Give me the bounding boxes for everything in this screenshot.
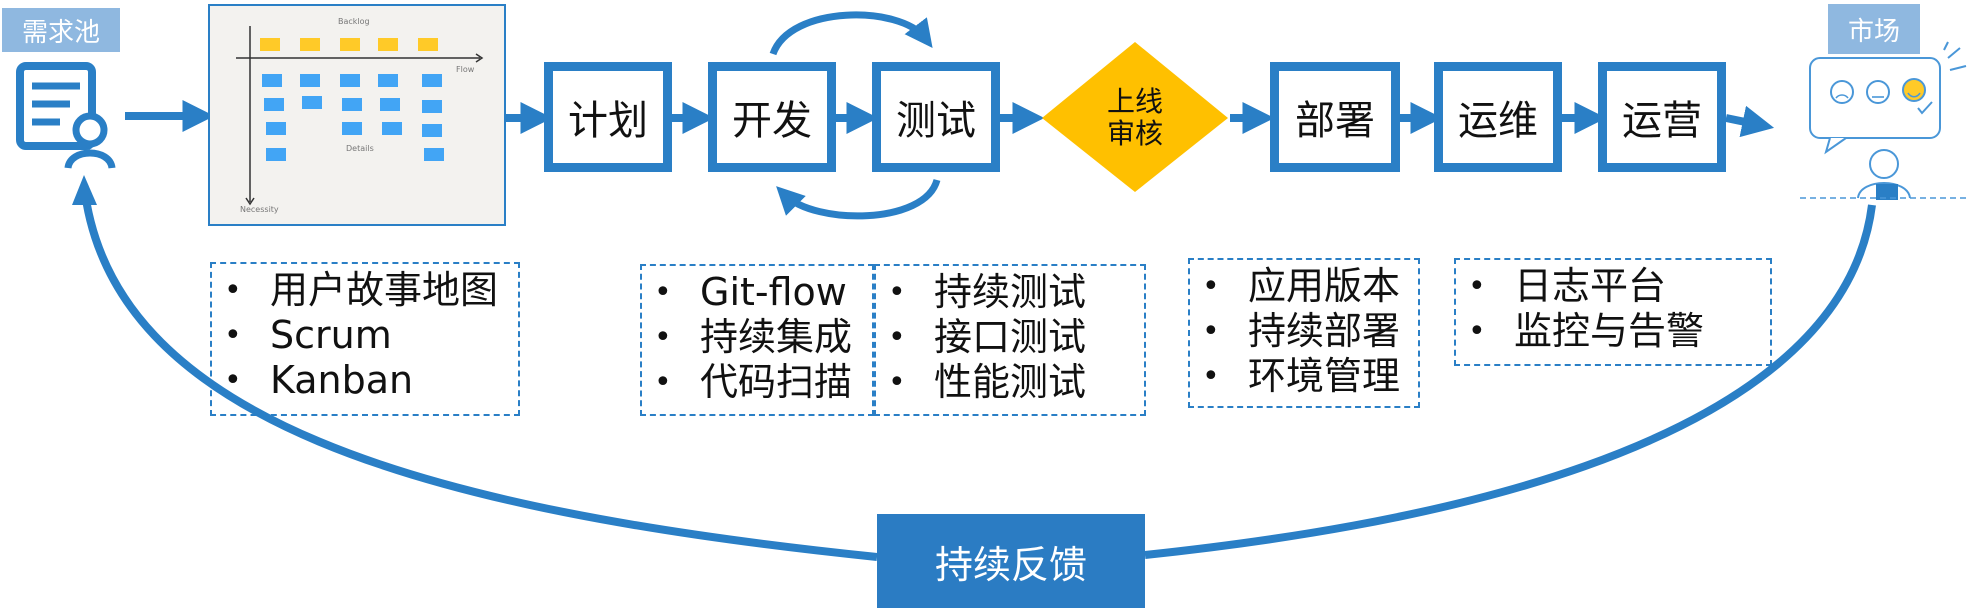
stage-test: 测试 — [872, 62, 1000, 172]
stage-plan: 计划 — [544, 62, 672, 172]
board-backlog-label: Backlog — [338, 17, 370, 26]
board-flow-label: Flow — [456, 65, 475, 74]
arrow-operate-to-market — [1725, 105, 1775, 138]
happy-face-icon — [1902, 78, 1926, 102]
stage-ops: 运维 — [1434, 62, 1562, 172]
stage-operate: 运营 — [1598, 62, 1726, 172]
sticky-notes-flow — [262, 74, 444, 161]
note-deploy-item: 持续部署 — [1190, 309, 1418, 354]
note-test-item: 持续测试 — [876, 270, 1144, 315]
board-necessity-label: Necessity — [240, 205, 279, 214]
note-dev-item: 代码扫描 — [642, 360, 872, 405]
note-deploy: 应用版本 持续部署 环境管理 — [1188, 258, 1420, 408]
board-details-label: Details — [346, 144, 374, 153]
review-label-line1: 上线 — [1106, 85, 1163, 118]
requirement-pool-icon — [16, 62, 116, 170]
note-dev: Git-flow 持续集成 代码扫描 — [640, 264, 874, 416]
note-dev-item: Git-flow — [642, 270, 872, 315]
kanban-board-drawing: Backlog Flow Details Necessity — [236, 17, 484, 214]
note-deploy-item: 环境管理 — [1190, 354, 1418, 399]
note-plan: 用户故事地图 Scrum Kanban — [210, 262, 520, 416]
review-label-line2: 审核 — [1106, 117, 1163, 150]
continuous-feedback-label: 持续反馈 — [877, 514, 1145, 608]
note-deploy-item: 应用版本 — [1190, 264, 1418, 309]
note-test: 持续测试 接口测试 性能测试 — [874, 264, 1146, 416]
sad-face-icon — [1830, 80, 1854, 104]
note-ops: 日志平台 监控与告警 — [1454, 258, 1772, 366]
stage-dev: 开发 — [708, 62, 836, 172]
market-tag: 市场 — [1828, 4, 1920, 54]
kanban-board-image: Backlog Flow Details Necessity — [208, 4, 506, 226]
sticky-notes-backlog — [260, 38, 438, 51]
customer-feedback-icon — [1800, 41, 1967, 200]
note-test-item: 接口测试 — [876, 315, 1144, 360]
note-ops-item: 监控与告警 — [1456, 309, 1770, 354]
stage-deploy: 部署 — [1270, 62, 1400, 172]
note-dev-item: 持续集成 — [642, 315, 872, 360]
cycle-arrow-bottom — [776, 178, 941, 220]
requirement-pool-tag: 需求池 — [2, 8, 120, 52]
stage-review: 上线 审核 — [1075, 82, 1195, 154]
note-test-item: 性能测试 — [876, 360, 1144, 405]
note-ops-item: 日志平台 — [1456, 264, 1770, 309]
neutral-face-icon — [1866, 80, 1890, 104]
note-plan-item: Kanban — [212, 358, 518, 403]
note-plan-item: 用户故事地图 — [212, 268, 518, 313]
note-plan-item: Scrum — [212, 313, 518, 358]
feedback-loop-arrowhead — [72, 175, 97, 205]
review-diamond — [1042, 42, 1228, 192]
cycle-arrow-top — [769, 11, 933, 56]
feedback-loop-arrow — [80, 184, 1876, 561]
